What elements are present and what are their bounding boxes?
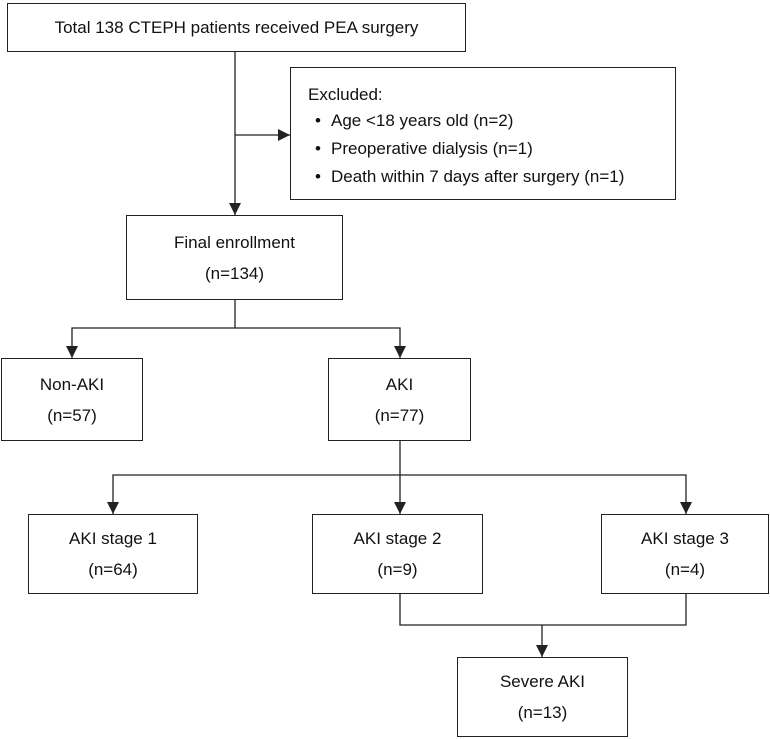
aki-stage1-count: (n=64) bbox=[88, 560, 138, 579]
aki-stage1-box: AKI stage 1 (n=64) bbox=[28, 514, 198, 594]
final-enrollment-count: (n=134) bbox=[204, 263, 265, 283]
severe-aki-count: (n=13) bbox=[517, 703, 568, 722]
excluded-item: Preoperative dialysis (n=1) bbox=[308, 135, 675, 163]
excluded-list: Age <18 years old (n=2) Preoperative dia… bbox=[308, 107, 675, 191]
non-aki-count: (n=57) bbox=[47, 405, 97, 425]
aki-box: AKI (n=77) bbox=[328, 358, 471, 441]
excluded-item: Age <18 years old (n=2) bbox=[308, 107, 675, 135]
aki-count: (n=77) bbox=[374, 405, 425, 425]
non-aki-box: Non-AKI (n=57) bbox=[1, 358, 143, 441]
aki-stage2-box: AKI stage 2 (n=9) bbox=[312, 514, 483, 594]
final-enrollment-label: Final enrollment bbox=[174, 232, 295, 252]
aki-stage3-label: AKI stage 3 bbox=[641, 529, 729, 548]
severe-aki-box: Severe AKI (n=13) bbox=[457, 657, 628, 737]
total-patients-text: Total 138 CTEPH patients received PEA su… bbox=[54, 17, 419, 37]
excluded-title: Excluded: bbox=[308, 85, 383, 104]
aki-stage3-box: AKI stage 3 (n=4) bbox=[601, 514, 769, 594]
excluded-item: Death within 7 days after surgery (n=1) bbox=[308, 163, 675, 191]
connector-stage2-stage3-merge bbox=[399, 594, 687, 626]
aki-stage2-label: AKI stage 2 bbox=[353, 529, 442, 548]
connector-to-non-aki bbox=[66, 327, 235, 358]
connector-to-stage3 bbox=[400, 474, 692, 514]
connector-to-aki bbox=[235, 327, 406, 358]
aki-stage1-label: AKI stage 1 bbox=[69, 529, 157, 548]
total-patients-box: Total 138 CTEPH patients received PEA su… bbox=[7, 3, 466, 52]
excluded-box: Excluded: Age <18 years old (n=2) Preope… bbox=[290, 67, 676, 200]
aki-stage2-count: (n=9) bbox=[377, 560, 418, 579]
aki-label: AKI bbox=[385, 374, 414, 394]
aki-stage3-count: (n=4) bbox=[664, 560, 706, 579]
final-enrollment-box: Final enrollment (n=134) bbox=[126, 215, 343, 300]
connector-to-stage1 bbox=[107, 474, 400, 514]
severe-aki-label: Severe AKI bbox=[499, 672, 586, 691]
non-aki-label: Non-AKI bbox=[39, 374, 105, 394]
